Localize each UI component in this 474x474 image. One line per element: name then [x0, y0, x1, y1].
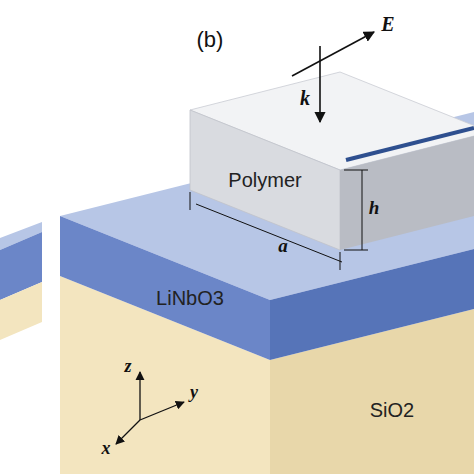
layer-name: Polymer	[228, 169, 301, 192]
layer-name: SiO2	[370, 399, 414, 422]
sio2-substrate: SiO2	[366, 397, 418, 424]
axis-label: z	[124, 356, 131, 377]
axis-label: x	[102, 438, 111, 459]
field-label: E	[381, 13, 394, 36]
width-dimension: a	[278, 235, 288, 257]
layer-name: LiNbO3	[156, 287, 224, 310]
height-dimension: h	[369, 197, 380, 219]
wave-vector-label: k	[300, 87, 310, 110]
polymer-block: Polymer	[224, 167, 305, 194]
axis-label: y	[190, 382, 198, 403]
panel-label: (b)	[197, 27, 224, 53]
linbo3-layer: LiNbO3	[152, 285, 228, 312]
